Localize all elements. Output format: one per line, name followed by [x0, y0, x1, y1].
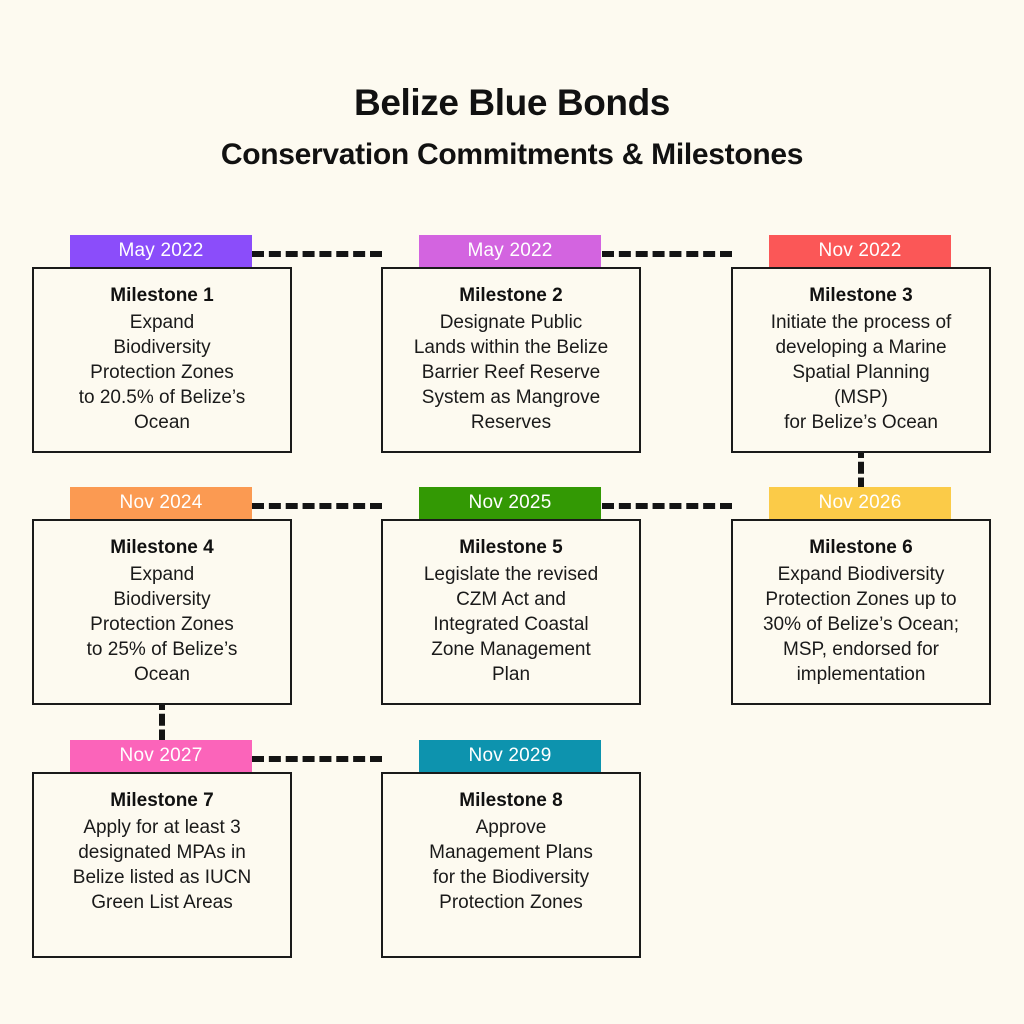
connector-m5-m6: [602, 503, 732, 509]
milestone-title: Milestone 1: [110, 285, 214, 306]
milestone-title: Milestone 8: [459, 790, 563, 811]
milestone-body: Apply for at least 3 designated MPAs in …: [72, 816, 252, 913]
milestone-title: Milestone 5: [459, 537, 563, 558]
title-block: Belize Blue Bonds Conservation Commitmen…: [0, 82, 1024, 172]
milestone-card-1: Milestone 1 Expand Biodiversity Protecti…: [32, 267, 292, 453]
connector-m7-m8: [252, 756, 382, 762]
milestone-body: Designate Public Lands within the Belize…: [413, 311, 609, 433]
milestone-card-2: Milestone 2 Designate Public Lands withi…: [381, 267, 641, 453]
date-chip-label: Nov 2026: [818, 492, 902, 513]
milestone-title: Milestone 6: [809, 537, 913, 558]
milestone-card-3: Milestone 3 Initiate the process of deve…: [731, 267, 991, 453]
connector-m2-m3: [602, 251, 732, 257]
date-chip-label: Nov 2029: [468, 745, 552, 766]
date-chip-5: Nov 2025: [419, 487, 601, 519]
connector-m4-m5: [252, 503, 382, 509]
milestone-body: Initiate the process of developing a Mar…: [770, 311, 952, 433]
date-chip-3: Nov 2022: [769, 235, 951, 267]
date-chip-label: Nov 2027: [119, 745, 203, 766]
date-chip-label: May 2022: [467, 240, 553, 261]
milestone-card-7: Milestone 7 Apply for at least 3 designa…: [32, 772, 292, 958]
milestone-body: Expand Biodiversity Protection Zones to …: [78, 311, 246, 433]
milestone-body: Approve Management Plans for the Biodive…: [429, 816, 593, 913]
milestone-body: Expand Biodiversity Protection Zones up …: [762, 563, 960, 685]
page-title: Belize Blue Bonds: [354, 82, 670, 123]
milestone-title: Milestone 3: [809, 285, 913, 306]
date-chip-8: Nov 2029: [419, 740, 601, 772]
milestone-card-8: Milestone 8 Approve Management Plans for…: [381, 772, 641, 958]
date-chip-label: Nov 2022: [818, 240, 902, 261]
date-chip-6: Nov 2026: [769, 487, 951, 519]
milestone-body: Legislate the revised CZM Act and Integr…: [423, 563, 599, 685]
milestone-card-6: Milestone 6 Expand Biodiversity Protecti…: [731, 519, 991, 705]
milestone-card-4: Milestone 4 Expand Biodiversity Protecti…: [32, 519, 292, 705]
connector-m4-m7: [159, 698, 165, 773]
date-chip-2: May 2022: [419, 235, 601, 267]
milestone-title: Milestone 4: [110, 537, 214, 558]
date-chip-1: May 2022: [70, 235, 252, 267]
milestone-title: Milestone 7: [110, 790, 214, 811]
page-subtitle: Conservation Commitments & Milestones: [220, 137, 804, 171]
connector-m1-m2: [252, 251, 382, 257]
milestone-title: Milestone 2: [459, 285, 563, 306]
date-chip-7: Nov 2027: [70, 740, 252, 772]
date-chip-label: Nov 2025: [468, 492, 552, 513]
milestone-card-5: Milestone 5 Legislate the revised CZM Ac…: [381, 519, 641, 705]
date-chip-label: Nov 2024: [119, 492, 203, 513]
date-chip-4: Nov 2024: [70, 487, 252, 519]
connector-m3-m6: [858, 446, 864, 521]
milestone-body: Expand Biodiversity Protection Zones to …: [86, 563, 238, 685]
date-chip-label: May 2022: [118, 240, 204, 261]
